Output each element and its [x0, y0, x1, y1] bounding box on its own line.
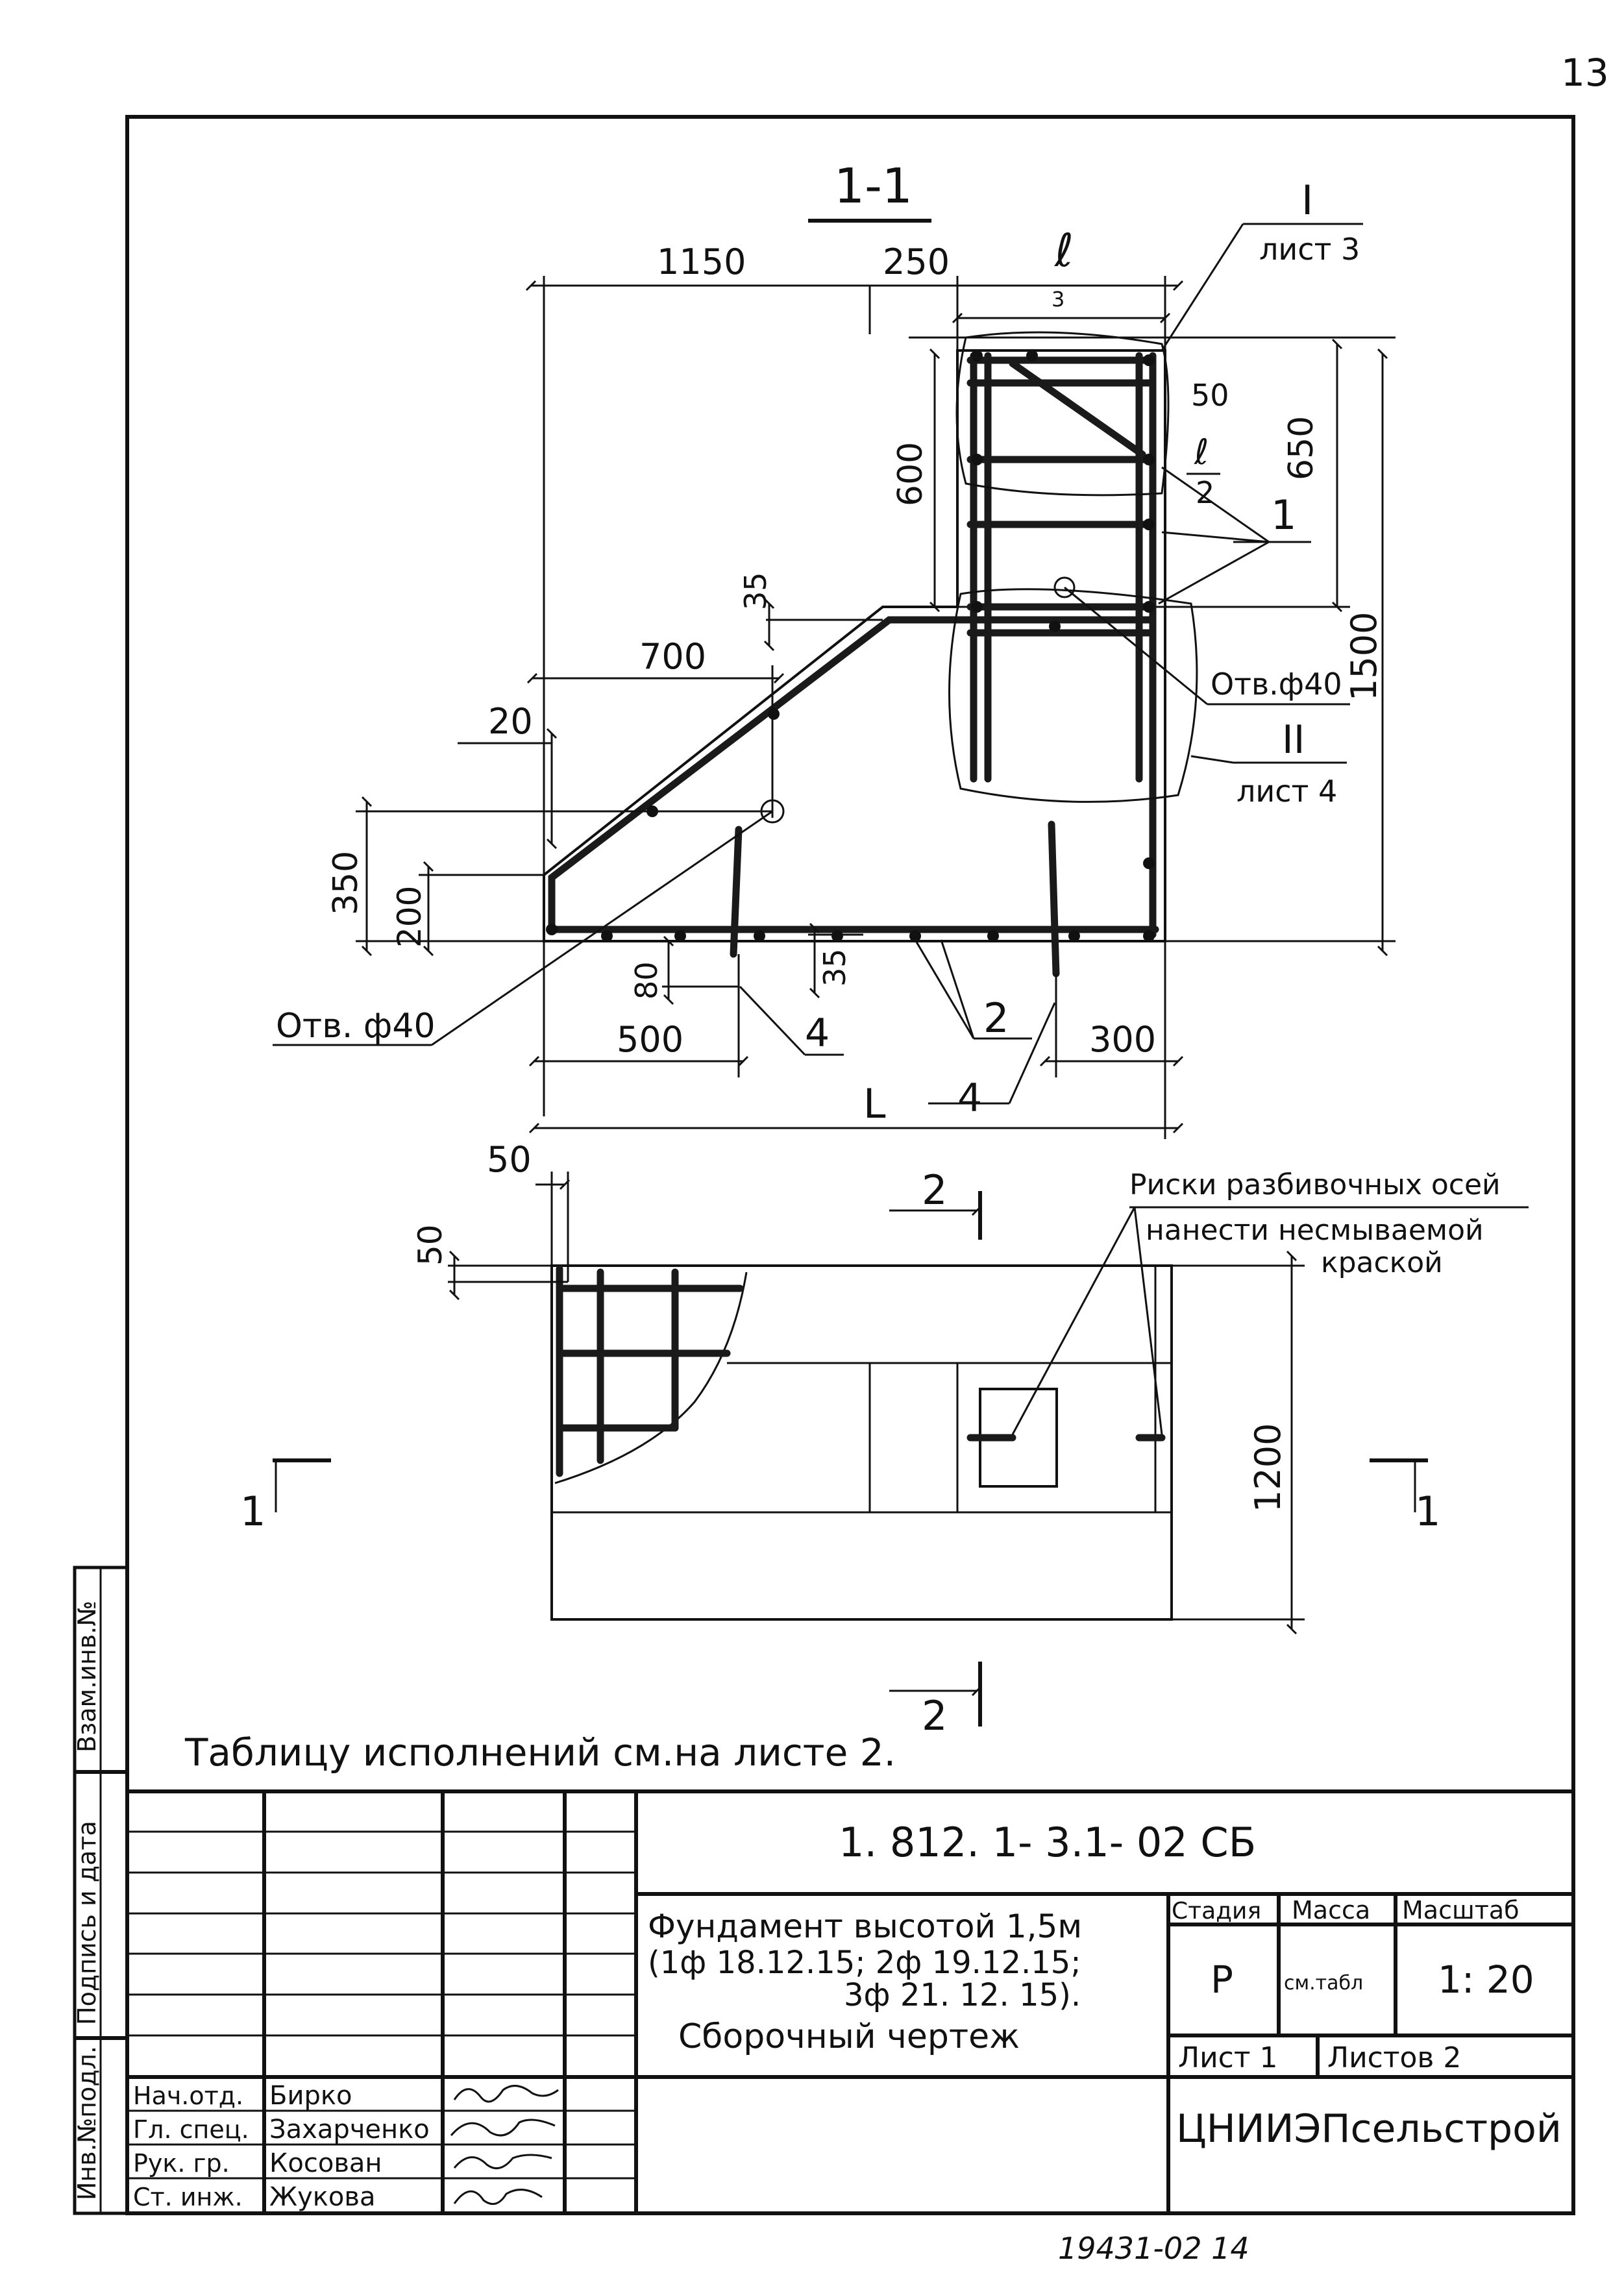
dim-650: 650	[1282, 416, 1321, 480]
dim-200: 200	[391, 886, 428, 948]
dim-250: 250	[883, 241, 950, 282]
page-number: 13	[1561, 51, 1609, 95]
reinforcement	[548, 352, 1159, 977]
cut-mark-right: 1	[1415, 1488, 1440, 1535]
mass-value: см.табл	[1284, 1972, 1363, 1995]
section-title: 1-1	[834, 158, 913, 214]
position-2: 2	[983, 994, 1009, 1042]
position-4b: 4	[957, 1075, 982, 1121]
stamp-inv-repl: Взам.инв.№	[73, 1601, 101, 1752]
dim-80: 80	[629, 961, 664, 1000]
scale-value: 1: 20	[1438, 1958, 1534, 2002]
staff-name: Жукова	[269, 2182, 375, 2212]
title-block: Нач.отд. Бирко Гл. спец. Захарченко Рук.…	[127, 1789, 1573, 2213]
detail-II-loop	[948, 588, 1198, 803]
section-1-1: 1-1	[273, 158, 1396, 1139]
callout-II-mark: II	[1282, 717, 1305, 763]
foundation-outline	[543, 349, 1166, 942]
sheet-label: Лист 1	[1178, 2041, 1277, 2074]
axis-note-line1: Риски разбивочных осей	[1129, 1168, 1501, 1201]
stage-header: Стадия	[1172, 1898, 1261, 1924]
hole-right-leader	[1064, 586, 1208, 706]
staff-name: Косован	[269, 2148, 382, 2178]
stamp-sign-date: Подпись и дата	[73, 1821, 101, 2025]
callout-I-leader	[1161, 223, 1244, 351]
dim-3: 3	[1052, 287, 1064, 312]
dim-l-half-num: ℓ	[1194, 432, 1209, 473]
drawing-frame	[125, 115, 1575, 2215]
title-line-2: (1ф 18.12.15; 2ф 19.12.15;	[648, 1945, 1081, 1981]
dim-35-top: 35	[738, 572, 773, 610]
dim-L: L	[863, 1080, 886, 1127]
bar-dots	[546, 350, 1155, 942]
dim-350: 350	[326, 851, 365, 915]
title-line-3: 3ф 21. 12. 15).	[844, 1977, 1081, 2013]
stamp-inv-orig: Инв.№подл.	[73, 2046, 101, 2200]
dim-600: 600	[891, 442, 930, 506]
mass-header: Масса	[1292, 1896, 1370, 1924]
callout-I-sheet: лист 3	[1259, 232, 1360, 267]
hole-right-label: Отв.ф40	[1211, 667, 1342, 702]
diagonal-bar	[1009, 360, 1146, 458]
dim-300: 300	[1089, 1019, 1156, 1060]
dim-20: 20	[488, 701, 533, 742]
staff-role: Нач.отд.	[133, 2082, 243, 2110]
stage-value: Р	[1211, 1958, 1233, 2002]
loop-bar-left	[730, 826, 743, 958]
dim-35-bot: 35	[817, 948, 852, 987]
hole-right-circle	[1053, 576, 1076, 598]
staff-role: Ст. инж.	[133, 2183, 243, 2211]
cut-mark-top: 2	[922, 1166, 947, 1214]
sloped-bar	[548, 616, 1156, 933]
callout-I-mark: I	[1301, 177, 1313, 224]
dim-500: 500	[617, 1019, 683, 1060]
axis-note-line3: краской	[1321, 1246, 1443, 1279]
hole-left-leader	[431, 810, 773, 1046]
footer-number: 19431-02 14	[1058, 2231, 1249, 2266]
plan-dim-50-top: 50	[487, 1139, 532, 1180]
table-reference-note: Таблицу исполнений см.на листе 2.	[184, 1730, 896, 1775]
detail-I-loop	[955, 331, 1170, 497]
side-stamp: Инв.№подл. Подпись и дата Взам.инв.№	[73, 1566, 129, 2215]
dim-700: 700	[639, 636, 706, 677]
callout-II-leader	[1190, 755, 1234, 764]
title-line-1: Фундамент высотой 1,5м	[648, 1908, 1082, 1945]
loop-bar-right	[1048, 820, 1060, 977]
dimensions	[356, 276, 1396, 1139]
staff-list: Нач.отд. Бирко Гл. спец. Захарченко Рук.…	[133, 2081, 559, 2212]
plan-outline	[550, 1264, 1173, 1621]
plan-dim-50-left: 50	[412, 1224, 449, 1266]
callout-II-sheet: лист 4	[1236, 774, 1337, 809]
title-line-4: Сборочный чертеж	[678, 2017, 1020, 2056]
scale-header: Масштаб	[1402, 1896, 1519, 1924]
sheets-label: Листов 2	[1327, 2041, 1461, 2074]
staff-role: Рук. гр.	[133, 2149, 230, 2178]
staff-role: Гл. спец.	[133, 2115, 249, 2144]
position-4a: 4	[805, 1011, 830, 1056]
document-code: 1. 812. 1- 3.1- 02 СБ	[839, 1819, 1256, 1866]
organization: ЦНИИЭПсельстрой	[1176, 2106, 1562, 2152]
dim-1150: 1150	[657, 241, 746, 282]
staff-name: Бирко	[269, 2081, 352, 2111]
dim-1500: 1500	[1344, 612, 1384, 701]
hole-left-label: Отв. ф40	[276, 1007, 436, 1046]
signature-1	[453, 2085, 559, 2103]
position-1: 1	[1271, 491, 1296, 539]
signature-4	[453, 2189, 543, 2206]
cut-mark-bottom: 2	[922, 1692, 947, 1739]
plan-dim-1200: 1200	[1248, 1423, 1288, 1512]
signature-2	[450, 2119, 556, 2137]
dim-50: 50	[1191, 378, 1229, 413]
plan-view: 50 50 1200 2 2 1 1 Риски разбивочных осе…	[240, 1139, 1529, 1739]
cutaway-line	[554, 1272, 748, 1484]
staff-name: Захарченко	[269, 2115, 430, 2145]
dim-l: ℓ	[1054, 224, 1074, 277]
cut-mark-left: 1	[240, 1488, 265, 1535]
axis-note-line2: нанести несмываемой	[1146, 1214, 1484, 1247]
signature-3	[453, 2154, 552, 2170]
